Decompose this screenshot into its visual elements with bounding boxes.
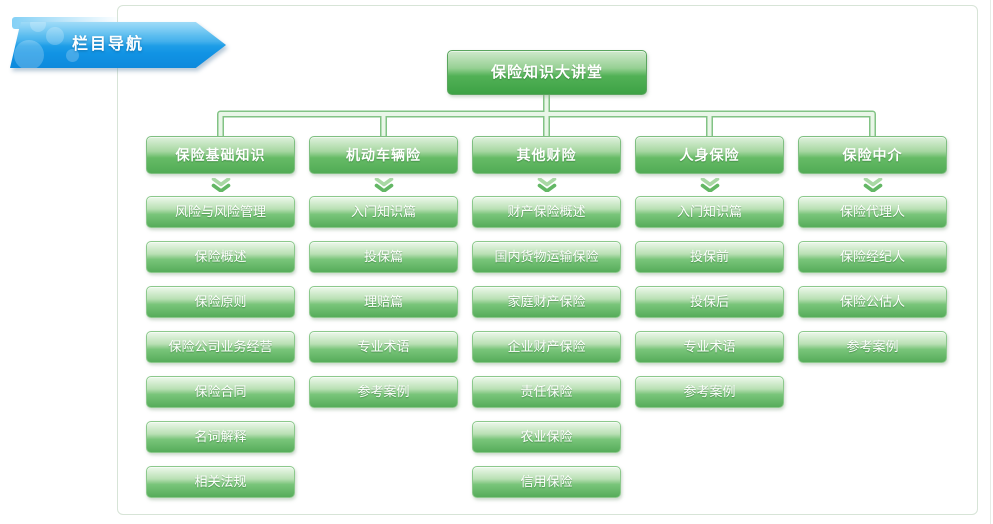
nav-item-button[interactable]: 专业术语 xyxy=(635,331,784,363)
nav-item-button[interactable]: 参考案例 xyxy=(798,331,947,363)
column-insurance-basics: 保险基础知识 风险与风险管理 保险概述 保险原则 保险公司业务经营 保险合同 名… xyxy=(146,136,295,511)
bubble-decoration xyxy=(46,27,64,45)
nav-banner-ribbon: 栏目导航 xyxy=(10,22,226,68)
nav-item-button[interactable]: 保险公估人 xyxy=(798,286,947,318)
nav-item-button[interactable]: 企业财产保险 xyxy=(472,331,621,363)
bubble-decoration xyxy=(30,22,46,32)
nav-item-button[interactable]: 国内货物运输保险 xyxy=(472,241,621,273)
nav-item-button[interactable]: 参考案例 xyxy=(309,376,458,408)
column-other-property-insurance: 其他财险 财产保险概述 国内货物运输保险 家庭财产保险 企业财产保险 责任保险 … xyxy=(472,136,621,511)
bubble-decoration xyxy=(14,40,44,68)
nav-item-button[interactable]: 信用保险 xyxy=(472,466,621,498)
nav-item-button[interactable]: 相关法规 xyxy=(146,466,295,498)
nav-item-button[interactable]: 投保篇 xyxy=(309,241,458,273)
nav-item-button[interactable]: 保险原则 xyxy=(146,286,295,318)
nav-banner: 栏目导航 xyxy=(10,22,226,68)
column-header-button[interactable]: 保险基础知识 xyxy=(146,136,295,174)
column-insurance-intermediary: 保险中介 保险代理人 保险经纪人 保险公估人 参考案例 xyxy=(798,136,947,376)
nav-item-button[interactable]: 保险公司业务经营 xyxy=(146,331,295,363)
nav-item-button[interactable]: 理赔篇 xyxy=(309,286,458,318)
nav-item-button[interactable]: 投保后 xyxy=(635,286,784,318)
nav-item-button[interactable]: 责任保险 xyxy=(472,376,621,408)
nav-item-button[interactable]: 保险合同 xyxy=(146,376,295,408)
nav-item-button[interactable]: 名词解释 xyxy=(146,421,295,453)
nav-item-button[interactable]: 家庭财产保险 xyxy=(472,286,621,318)
column-header-button[interactable]: 人身保险 xyxy=(635,136,784,174)
column-motor-vehicle-insurance: 机动车辆险 入门知识篇 投保篇 理赔篇 专业术语 参考案例 xyxy=(309,136,458,421)
chevron-down-icon xyxy=(146,174,295,196)
nav-item-button[interactable]: 保险经纪人 xyxy=(798,241,947,273)
root-node-button[interactable]: 保险知识大讲堂 xyxy=(447,50,647,95)
chevron-down-icon xyxy=(798,174,947,196)
page-right-edge xyxy=(990,0,991,524)
nav-item-button[interactable]: 参考案例 xyxy=(635,376,784,408)
nav-item-button[interactable]: 保险概述 xyxy=(146,241,295,273)
nav-item-button[interactable]: 保险代理人 xyxy=(798,196,947,228)
column-header-button[interactable]: 机动车辆险 xyxy=(309,136,458,174)
nav-item-button[interactable]: 风险与风险管理 xyxy=(146,196,295,228)
column-header-button[interactable]: 其他财险 xyxy=(472,136,621,174)
column-personal-insurance: 人身保险 入门知识篇 投保前 投保后 专业术语 参考案例 xyxy=(635,136,784,421)
nav-item-button[interactable]: 入门知识篇 xyxy=(635,196,784,228)
nav-item-button[interactable]: 财产保险概述 xyxy=(472,196,621,228)
nav-item-button[interactable]: 入门知识篇 xyxy=(309,196,458,228)
nav-item-button[interactable]: 专业术语 xyxy=(309,331,458,363)
banner-title: 栏目导航 xyxy=(72,36,145,53)
chevron-down-icon xyxy=(635,174,784,196)
chevron-down-icon xyxy=(472,174,621,196)
nav-item-button[interactable]: 农业保险 xyxy=(472,421,621,453)
chevron-down-icon xyxy=(309,174,458,196)
nav-item-button[interactable]: 投保前 xyxy=(635,241,784,273)
column-header-button[interactable]: 保险中介 xyxy=(798,136,947,174)
